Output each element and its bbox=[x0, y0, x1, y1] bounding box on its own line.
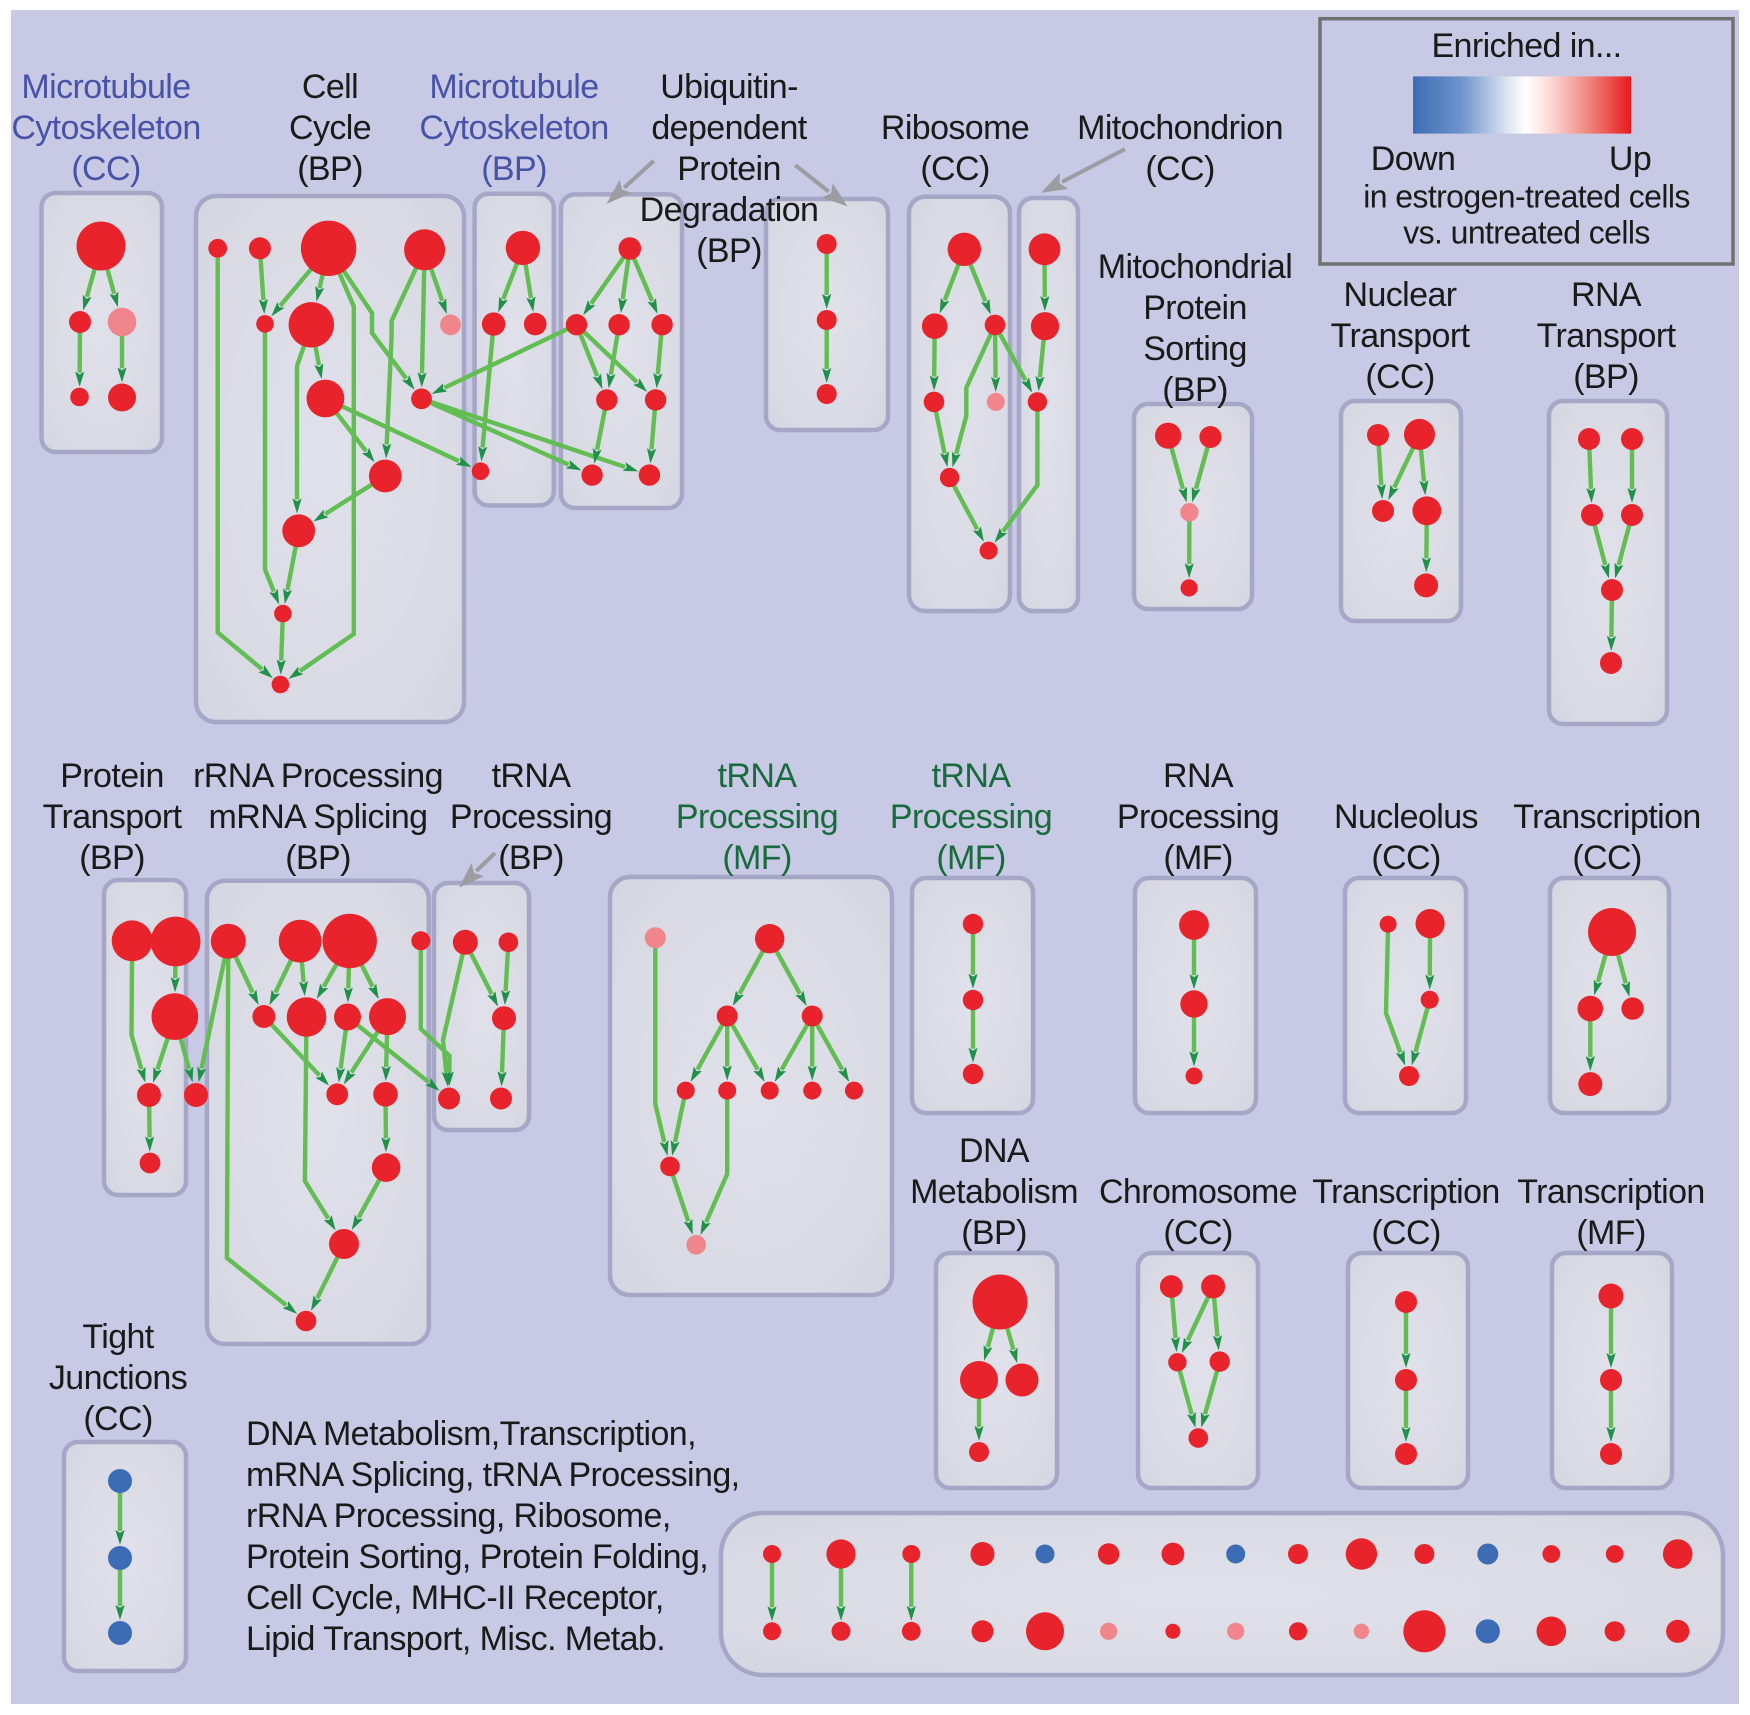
svg-text:Ubiquitin-: Ubiquitin- bbox=[660, 68, 798, 106]
svg-text:Mitochondrion: Mitochondrion bbox=[1077, 109, 1283, 147]
svg-text:tRNA: tRNA bbox=[718, 757, 798, 795]
svg-text:tRNA: tRNA bbox=[492, 757, 572, 795]
svg-text:Transport: Transport bbox=[1331, 317, 1471, 355]
svg-text:Processing: Processing bbox=[450, 798, 612, 836]
svg-text:Cytoskeleton: Cytoskeleton bbox=[11, 109, 200, 147]
svg-text:(MF): (MF) bbox=[1163, 839, 1232, 877]
svg-text:Mitochondrial: Mitochondrial bbox=[1098, 248, 1292, 286]
svg-text:Enriched in...: Enriched in... bbox=[1431, 27, 1621, 65]
svg-text:Processing: Processing bbox=[890, 798, 1052, 836]
svg-text:in estrogen-treated cells: in estrogen-treated cells bbox=[1363, 178, 1690, 214]
svg-text:RNA: RNA bbox=[1571, 276, 1642, 314]
svg-text:rRNA Processing: rRNA Processing bbox=[193, 757, 443, 795]
svg-text:(BP): (BP) bbox=[696, 232, 762, 270]
svg-text:(CC): (CC) bbox=[1371, 839, 1440, 877]
svg-text:Up: Up bbox=[1609, 140, 1651, 178]
svg-text:vs. untreated cells: vs. untreated cells bbox=[1403, 214, 1650, 250]
svg-text:(BP): (BP) bbox=[1162, 371, 1228, 409]
svg-text:Chromosome: Chromosome bbox=[1099, 1173, 1297, 1211]
svg-text:RNA: RNA bbox=[1163, 757, 1234, 795]
svg-text:Degradation: Degradation bbox=[640, 191, 819, 229]
svg-text:mRNA Splicing, tRNA Processing: mRNA Splicing, tRNA Processing, bbox=[246, 1456, 739, 1494]
svg-text:(CC): (CC) bbox=[920, 150, 989, 188]
svg-text:Transcription: Transcription bbox=[1513, 798, 1700, 836]
svg-text:(CC): (CC) bbox=[1365, 358, 1434, 396]
svg-text:rRNA Processing, Ribosome,: rRNA Processing, Ribosome, bbox=[246, 1497, 671, 1535]
svg-text:Protein: Protein bbox=[677, 150, 781, 188]
svg-text:Microtubule: Microtubule bbox=[429, 68, 598, 106]
svg-text:(CC): (CC) bbox=[1572, 839, 1641, 877]
svg-text:Cycle: Cycle bbox=[289, 109, 371, 147]
svg-text:tRNA: tRNA bbox=[932, 757, 1012, 795]
svg-text:Nuclear: Nuclear bbox=[1344, 276, 1457, 314]
svg-text:Microtubule: Microtubule bbox=[21, 68, 190, 106]
svg-text:Ribosome: Ribosome bbox=[881, 109, 1029, 147]
svg-text:Sorting: Sorting bbox=[1143, 330, 1247, 368]
svg-text:Down: Down bbox=[1371, 140, 1456, 178]
svg-text:Transport: Transport bbox=[43, 798, 183, 836]
svg-text:Lipid Transport, Misc. Metab.: Lipid Transport, Misc. Metab. bbox=[246, 1620, 665, 1658]
svg-text:(CC): (CC) bbox=[1163, 1214, 1232, 1252]
svg-text:Processing: Processing bbox=[676, 798, 838, 836]
svg-text:(CC): (CC) bbox=[1145, 150, 1214, 188]
svg-text:Protein: Protein bbox=[60, 757, 164, 795]
svg-text:Metabolism: Metabolism bbox=[910, 1173, 1078, 1211]
svg-text:DNA Metabolism,Transcription,: DNA Metabolism,Transcription, bbox=[246, 1415, 696, 1453]
svg-text:Cell: Cell bbox=[302, 68, 358, 106]
svg-text:Transport: Transport bbox=[1537, 317, 1677, 355]
svg-text:dependent: dependent bbox=[651, 109, 807, 147]
svg-text:(BP): (BP) bbox=[79, 839, 145, 877]
svg-text:(BP): (BP) bbox=[297, 150, 363, 188]
svg-text:Processing: Processing bbox=[1117, 798, 1279, 836]
svg-text:Cytoskeleton: Cytoskeleton bbox=[419, 109, 608, 147]
svg-text:(MF): (MF) bbox=[936, 839, 1005, 877]
svg-text:(BP): (BP) bbox=[481, 150, 547, 188]
svg-text:Cell Cycle, MHC-II Receptor,: Cell Cycle, MHC-II Receptor, bbox=[246, 1579, 664, 1617]
svg-text:(CC): (CC) bbox=[83, 1400, 152, 1438]
svg-text:Transcription: Transcription bbox=[1312, 1173, 1499, 1211]
svg-text:mRNA Splicing: mRNA Splicing bbox=[209, 798, 428, 836]
svg-text:(MF): (MF) bbox=[1576, 1214, 1645, 1252]
svg-text:(BP): (BP) bbox=[1573, 358, 1639, 396]
svg-text:(BP): (BP) bbox=[498, 839, 564, 877]
svg-text:DNA: DNA bbox=[959, 1132, 1030, 1170]
svg-text:Junctions: Junctions bbox=[49, 1359, 187, 1397]
svg-text:(CC): (CC) bbox=[71, 150, 140, 188]
svg-text:Nucleolus: Nucleolus bbox=[1334, 798, 1478, 836]
svg-text:Tight: Tight bbox=[82, 1318, 154, 1356]
svg-text:(MF): (MF) bbox=[722, 839, 791, 877]
svg-text:Protein Sorting, Protein Foldi: Protein Sorting, Protein Folding, bbox=[246, 1538, 708, 1576]
svg-text:Transcription: Transcription bbox=[1517, 1173, 1704, 1211]
svg-text:(BP): (BP) bbox=[285, 839, 351, 877]
svg-text:Protein: Protein bbox=[1143, 289, 1247, 327]
svg-text:(BP): (BP) bbox=[961, 1214, 1027, 1252]
svg-text:(CC): (CC) bbox=[1371, 1214, 1440, 1252]
